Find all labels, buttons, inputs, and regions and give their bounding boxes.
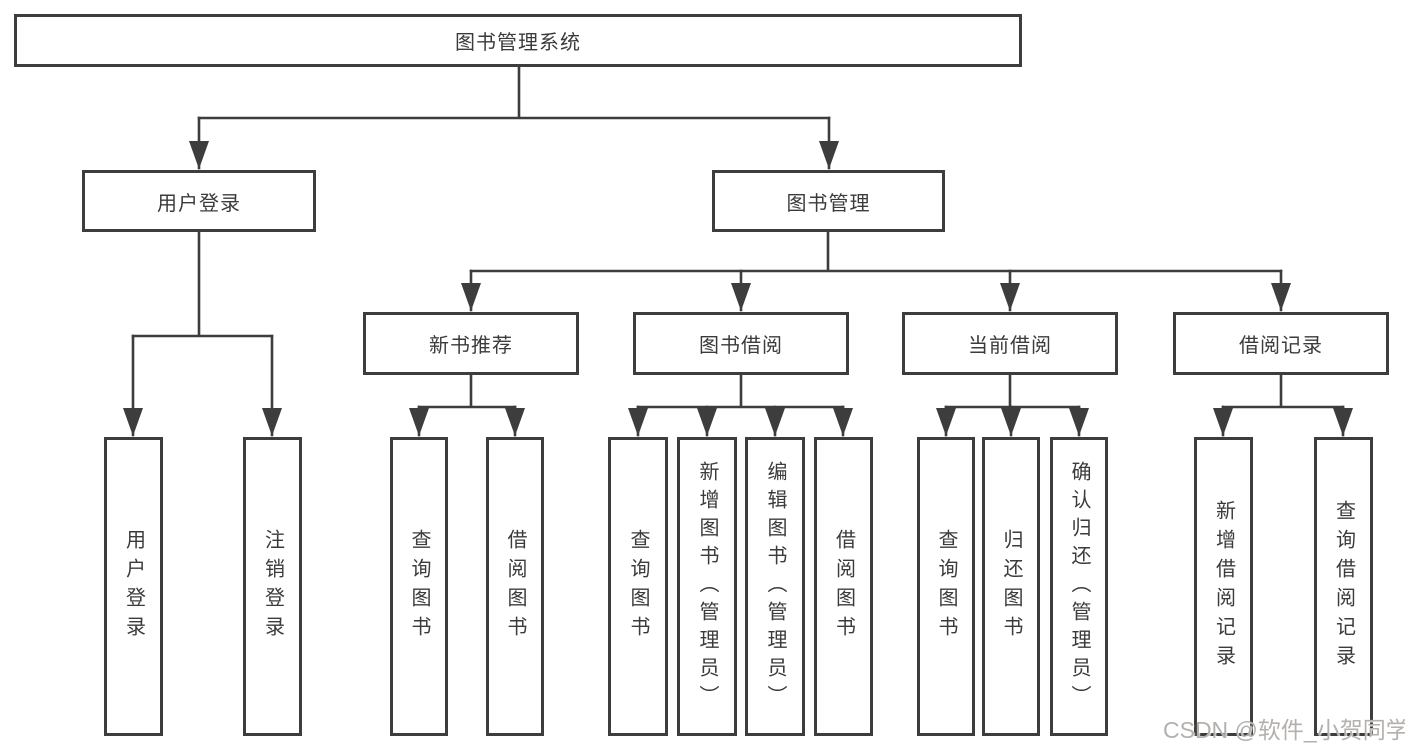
node-borrowing-records: 借阅记录 bbox=[1173, 312, 1389, 375]
node-label: 查询图书 bbox=[935, 528, 957, 645]
node-label: 编辑图书（管理员） bbox=[764, 460, 786, 713]
leaf-add-borrow-record: 新增借阅记录 bbox=[1194, 437, 1253, 736]
leaf-borrow-books-recommend: 借阅图书 bbox=[486, 437, 544, 736]
node-label: 借阅图书 bbox=[504, 528, 526, 645]
leaf-query-books-borrow: 查询图书 bbox=[608, 437, 668, 736]
leaf-query-borrow-record: 查询借阅记录 bbox=[1314, 437, 1373, 736]
node-label: 图书管理系统 bbox=[455, 32, 581, 54]
leaf-add-books-admin: 新增图书（管理员） bbox=[677, 437, 737, 736]
node-label: 图书借阅 bbox=[699, 335, 783, 357]
node-library-management-system: 图书管理系统 bbox=[14, 14, 1022, 67]
node-label: 查询图书 bbox=[627, 528, 649, 645]
leaf-query-books-recommend: 查询图书 bbox=[390, 437, 448, 736]
node-label: 注销登录 bbox=[261, 528, 284, 645]
leaf-return-books: 归还图书 bbox=[982, 437, 1040, 736]
leaf-logout-login: 注销登录 bbox=[243, 437, 302, 736]
leaf-query-books-current: 查询图书 bbox=[917, 437, 975, 736]
node-new-book-recommend: 新书推荐 bbox=[363, 312, 579, 375]
node-label: 借阅记录 bbox=[1239, 335, 1323, 357]
node-label: 确认归还（管理员） bbox=[1068, 460, 1090, 713]
node-label: 图书管理 bbox=[786, 192, 871, 215]
node-label: 归还图书 bbox=[1000, 528, 1022, 645]
node-label: 查询借阅记录 bbox=[1332, 499, 1355, 674]
node-current-borrowing: 当前借阅 bbox=[902, 312, 1118, 375]
node-label: 用户登录 bbox=[122, 528, 145, 645]
csdn-watermark: CSDN @软件_小贺同学 bbox=[1163, 717, 1405, 743]
node-label: 新书推荐 bbox=[429, 335, 513, 357]
leaf-edit-books-admin: 编辑图书（管理员） bbox=[745, 437, 805, 736]
node-label: 借阅图书 bbox=[832, 528, 855, 645]
node-label: 用户登录 bbox=[157, 192, 241, 215]
leaf-user-login: 用户登录 bbox=[104, 437, 163, 736]
node-book-management: 图书管理 bbox=[712, 170, 945, 232]
leaf-confirm-return-admin: 确认归还（管理员） bbox=[1050, 437, 1108, 736]
node-label: 新增借阅记录 bbox=[1212, 499, 1235, 674]
leaf-borrow-books: 借阅图书 bbox=[814, 437, 873, 736]
node-user-login: 用户登录 bbox=[82, 170, 316, 232]
node-label: 当前借阅 bbox=[968, 335, 1052, 357]
node-book-borrowing: 图书借阅 bbox=[633, 312, 849, 375]
node-label: 新增图书（管理员） bbox=[696, 460, 718, 713]
node-label: 查询图书 bbox=[408, 528, 430, 645]
